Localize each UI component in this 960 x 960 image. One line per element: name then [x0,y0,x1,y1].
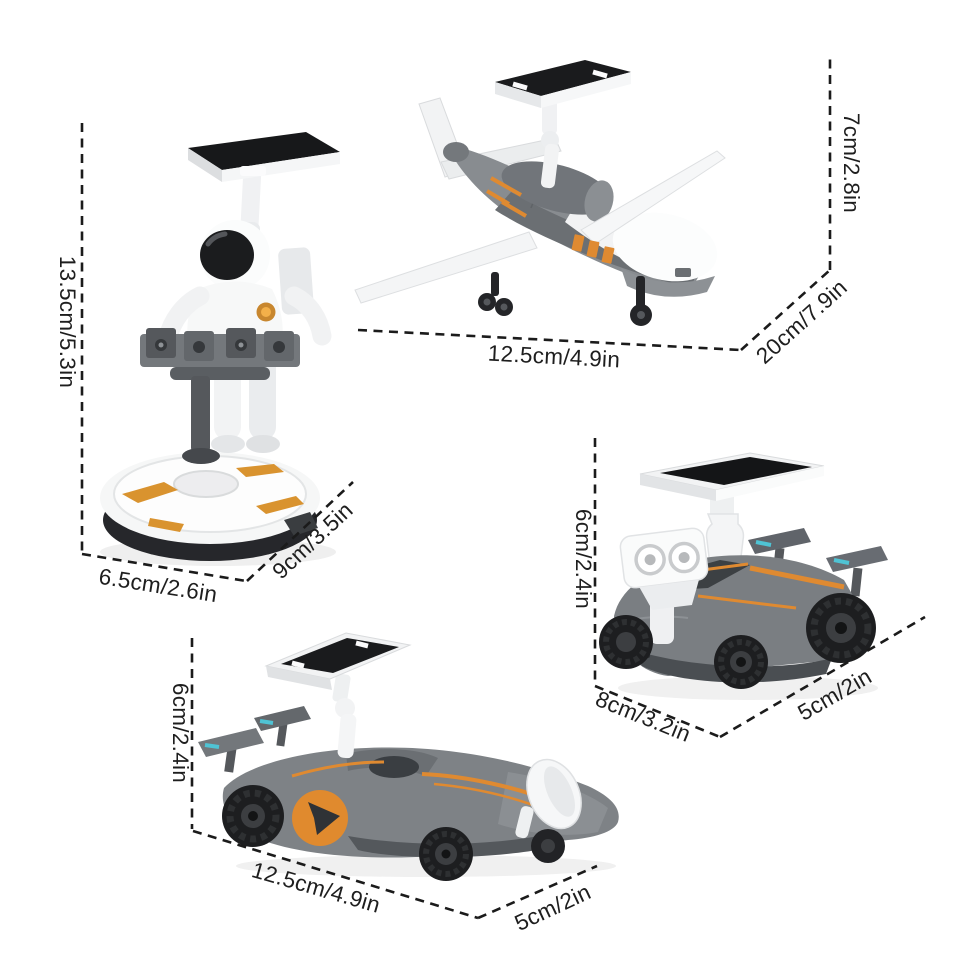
astronaut-torso [187,281,283,347]
racecar-rear-wings [198,706,311,773]
drone-toy-illustration [354,60,726,326]
rover-height-label: 6cm/2.4in [571,508,596,610]
astronaut-width-label: 6.5cm/2.6in [97,563,220,608]
astronaut-handheld-device [140,328,300,464]
racecar-solar-panel [264,632,412,759]
drone-solar-panel [495,60,631,189]
drone-engine-hump [501,161,614,222]
drone-length-label: 12.5cm/4.9in [487,340,621,373]
drone-orange-markings [485,176,615,264]
astronaut-hover-base [100,452,320,561]
racecar-width-label: 5cm/2in [510,879,595,936]
racecar-height-label: 6cm/2.4in [168,682,193,784]
rover-robot-head [619,527,709,644]
rover-solar-panel [639,452,825,501]
racecar-toy-illustration [198,632,619,881]
racecar-nose-dish [515,758,582,839]
astronaut-height-label: 13.5cm/5.3in [55,255,80,389]
drone-right-wing [580,150,726,245]
drone-height-label: 7cm/2.8in [839,112,864,214]
drone-landing-gear [478,272,652,326]
rover-rear-winglets [748,528,888,597]
drone-wingspan-label: 20cm/7.9in [751,274,853,369]
rover-toy-illustration [599,452,888,700]
drone-left-wing [354,231,538,304]
astronaut-solar-panel [188,132,340,182]
astronaut-helmet [200,220,270,290]
astronaut-toy-illustration [100,132,340,566]
